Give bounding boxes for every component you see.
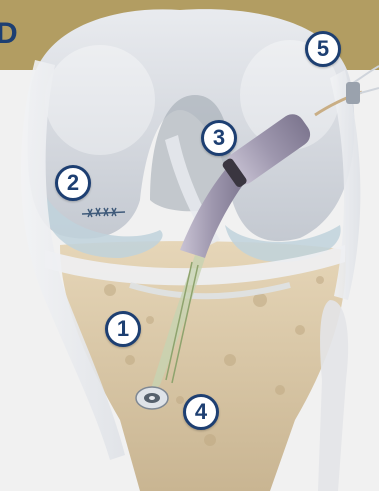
callout-2-label: 2 — [67, 170, 79, 196]
callout-3-label: 3 — [213, 125, 225, 151]
callout-1-label: 1 — [117, 316, 129, 342]
callout-2: 2 — [55, 165, 91, 201]
callout-5-label: 5 — [317, 36, 329, 62]
callout-5: 5 — [305, 31, 341, 67]
callout-4-label: 4 — [195, 399, 207, 425]
callout-1: 1 — [105, 311, 141, 347]
tibial-fixation-device — [136, 387, 168, 409]
callout-3: 3 — [201, 120, 237, 156]
medial-condyle-highlight — [45, 45, 155, 155]
femoral-fixation-button — [346, 82, 360, 104]
callout-4: 4 — [183, 394, 219, 430]
